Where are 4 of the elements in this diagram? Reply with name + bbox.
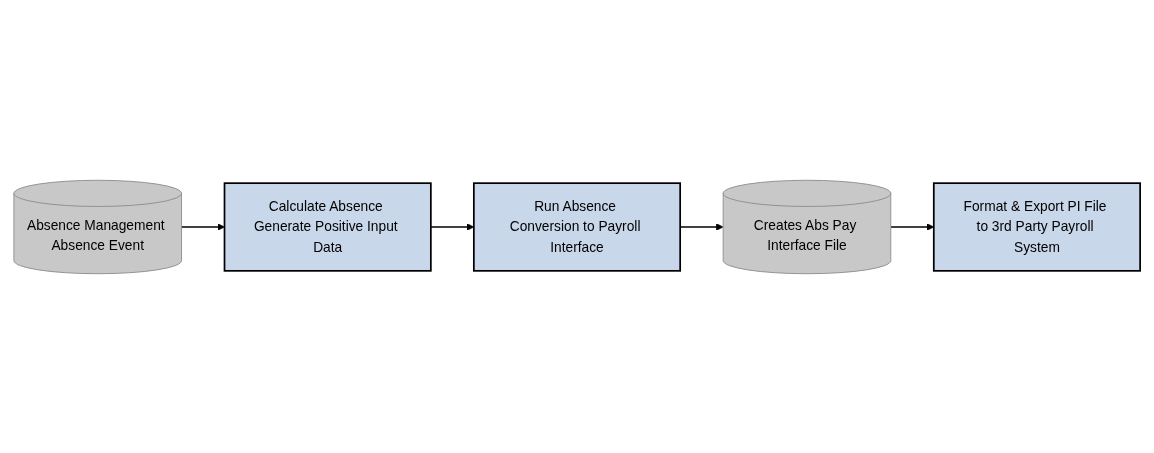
node-box: Run Absence Conversion to Payroll Interface xyxy=(472,181,682,272)
arrow xyxy=(180,222,225,231)
node-box: Format & Export PI File to 3rd Party Payroll System xyxy=(932,181,1141,272)
node-box: Calculate Absence Generate Positive Input Data xyxy=(223,181,432,272)
